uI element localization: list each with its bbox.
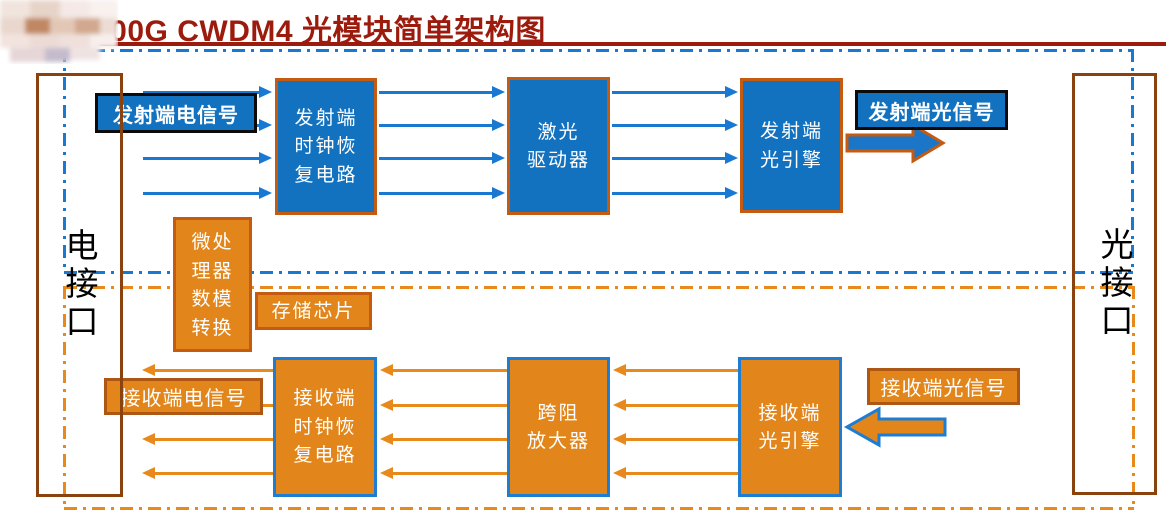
label-tx-optical-signal: 发射端光信号 <box>855 90 1008 130</box>
arrow-left <box>380 433 507 445</box>
arrow-left <box>142 364 273 376</box>
block-laser-driver: 激光 驱动器 <box>507 77 610 215</box>
rx-region-right-border <box>1132 286 1135 510</box>
block-label: 接收端 时钟恢 复电路 <box>293 387 357 467</box>
label-rx-electrical-signal: 接收端电信号 <box>104 378 263 415</box>
label-text: 发射端光信号 <box>868 101 995 124</box>
rx-region-top-border <box>64 286 1134 289</box>
electrical-interface-box: 电接口 <box>36 73 123 497</box>
arrow-left <box>380 467 507 479</box>
tx-output-block-arrow <box>845 122 946 164</box>
arrow-left <box>613 399 738 411</box>
tx-region-top-border <box>64 49 1133 52</box>
electrical-interface-label: 电接口 <box>60 228 99 342</box>
arrow-right <box>379 152 505 164</box>
block-label: 激光 驱动器 <box>526 120 590 172</box>
block-rx-clock-recovery: 接收端 时钟恢 复电路 <box>273 357 377 497</box>
mcu-label: 微处 理器 <box>191 231 234 282</box>
rx-input-block-arrow <box>843 406 947 448</box>
rx-region-left-border <box>63 286 66 510</box>
title-underline <box>85 42 1166 46</box>
arrow-left <box>380 399 507 411</box>
arrow-right <box>143 187 272 199</box>
optical-interface-box: 光接口 <box>1072 73 1157 495</box>
block-label: 发射端 时钟恢 复电路 <box>294 106 358 186</box>
rx-region-bottom-border <box>64 507 1134 510</box>
label-text: 接收端光信号 <box>880 378 1007 400</box>
tx-region-bottom-border <box>64 271 1133 274</box>
arrow-right <box>379 119 505 131</box>
label-text: 发射端电信号 <box>113 104 239 127</box>
block-rx-optical-engine: 接收端 光引擎 <box>738 357 842 497</box>
block-tia: 跨阻 放大器 <box>507 357 610 497</box>
arrow-right <box>143 86 272 98</box>
arrow-right <box>612 187 738 199</box>
block-label: 接收端 光引擎 <box>758 401 822 453</box>
label-rx-optical-signal: 接收端光信号 <box>867 368 1020 405</box>
block-tx-clock-recovery: 发射端 时钟恢 复电路 <box>275 78 377 215</box>
arrow-right <box>379 86 505 98</box>
tx-region-right-border <box>1131 49 1134 272</box>
dac-label: 数模 转换 <box>191 288 234 339</box>
arrow-right <box>612 152 738 164</box>
arrow-left <box>142 467 273 479</box>
block-memory-chip: 存储芯片 <box>255 292 372 330</box>
arrow-right <box>379 187 505 199</box>
tx-region-left-border <box>63 49 66 272</box>
arrow-right <box>612 119 738 131</box>
arrow-left <box>613 364 738 376</box>
block-tx-optical-engine: 发射端 光引擎 <box>740 78 843 213</box>
optical-interface-label: 光接口 <box>1095 227 1134 341</box>
blurred-logo <box>0 0 118 62</box>
block-label: 存储芯片 <box>271 299 356 322</box>
block-mcu-dac: 微处 理器 数模 转换 <box>173 217 252 352</box>
arrow-left <box>613 433 738 445</box>
block-label: 发射端 光引擎 <box>759 120 823 171</box>
arrow-left <box>380 364 507 376</box>
arrow-right <box>612 86 738 98</box>
label-text: 接收端电信号 <box>120 388 247 410</box>
arrow-right <box>143 152 272 164</box>
block-label: 跨阻 放大器 <box>526 401 590 453</box>
arrow-left <box>142 433 273 445</box>
arrow-left <box>613 467 738 479</box>
